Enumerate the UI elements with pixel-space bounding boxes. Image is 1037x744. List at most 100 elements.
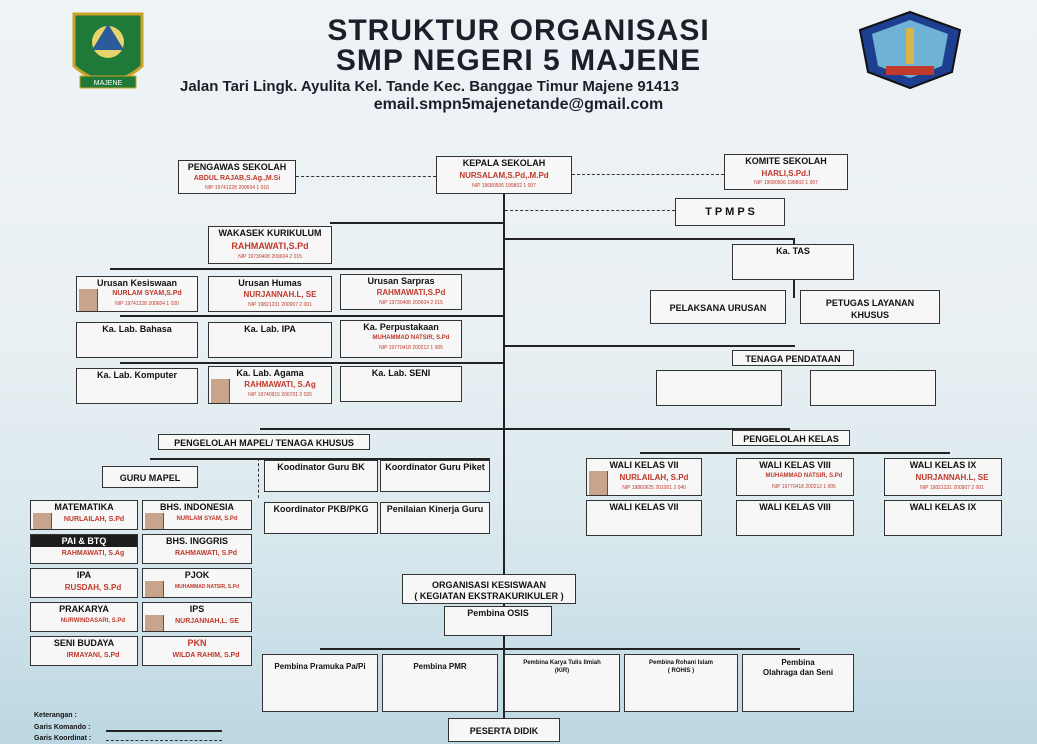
urusan-sarpras-title: Urusan Sarpras [367, 276, 435, 286]
main-trunk-line [503, 172, 505, 582]
legend-komando: Garis Komando : [34, 724, 91, 731]
koord-bk-title: Koodinator Guru BK [277, 462, 365, 472]
pembina-olahraga-box: Pembina Olahraga dan Seni [742, 654, 854, 712]
subject-pai-btq: PAI & BTQ RAHMAWATI, S.Ag [30, 534, 138, 564]
wali-nip: NIP 19860625 201001 2 040 [622, 485, 686, 491]
ka-tas-title: Ka. TAS [776, 246, 810, 256]
urusan-kesiswaan-title: Urusan Kesiswaan [96, 278, 178, 288]
coord-line-koordinator [258, 458, 259, 498]
coord-line-pengawas [296, 176, 436, 177]
urusan-sarpras-nip: NIP 19730408 200604 2 015 [379, 300, 443, 306]
title-line-1: STRUKTUR ORGANISASI [327, 14, 710, 47]
peserta-didik-label: PESERTA DIDIK [469, 726, 539, 736]
wali-title: WALI KELAS VIII [759, 502, 831, 512]
wali-title: WALI KELAS VIII [759, 460, 831, 470]
wali-kelas-ix-box: WALI KELAS IX NURJANNAH.L, SE NIP 198212… [884, 458, 1002, 496]
subject-title: BHS. INDONESIA [159, 502, 234, 512]
subject-teacher: IRMAYANI, S.Pd [66, 652, 120, 659]
organisasi-line-1: ORGANISASI KESISWAAN [431, 580, 546, 590]
lab-ipa-title: Ka. Lab. IPA [244, 324, 296, 334]
subject-prakarya: PRAKARYA NURWINDASARI, S.Pd [30, 602, 138, 632]
lab-komputer-title: Ka. Lab. Komputer [96, 370, 177, 380]
urusan-humas-name: NURJANNAH.L, SE [243, 290, 317, 299]
pembina-title: Pembina PMR [413, 662, 467, 671]
koord-piket-title: Koordinator Guru Piket [385, 462, 485, 472]
tenaga-pendataan-label: TENAGA PENDATAAN [745, 354, 841, 364]
tpmps-box: T P M P S [675, 198, 785, 226]
wakasek-nip: NIP 19730408 200604 2 015 [238, 254, 302, 260]
lab-agama-name: RAHMAWATI, S.Ag [244, 380, 316, 389]
komite-sekolah-box: KOMITE SEKOLAH HARLI,S.Pd.I NIP 19680506… [724, 154, 848, 190]
lab-agama-box: Ka. Lab. Agama RAHMAWATI, S.Ag NIP 19740… [208, 366, 332, 404]
subject-title: MATEMATIKA [54, 502, 114, 512]
subject-title: PAI & BTQ [31, 535, 137, 547]
lab-komputer-box: Ka. Lab. Komputer [76, 368, 198, 404]
wali-title: WALI KELAS VII [609, 502, 679, 512]
wali-name: NURLAILAH, S.Pd [619, 473, 689, 482]
lab-agama-title: Ka. Lab. Agama [236, 368, 304, 378]
subject-teacher: RAHMAWATI, S.Pd [174, 550, 238, 557]
kepala-name: NURSALAM,S.Pd,.M.Pd [459, 171, 549, 180]
urusan-kesiswaan-box: Urusan Kesiswaan NURLAM SYAM,S.Pd NIP 19… [76, 276, 198, 312]
wali-title: WALI KELAS VII [609, 460, 679, 470]
pembina-title: Pembina Pramuka Pa/Pi [274, 662, 366, 671]
petugas-layanan-box: PETUGAS LAYANAN KHUSUS [800, 290, 940, 324]
pembina-rohis-box: Pembina Rohani Islam ( ROHIS ) [624, 654, 738, 712]
subject-teacher: RUSDAH, S.Pd [64, 583, 122, 592]
address: Jalan Tari Lingk. Ayulita Kel. Tande Kec… [180, 78, 680, 95]
subject-teacher: NURLAM SYAM, S.Pd [176, 516, 238, 522]
subject-title: SENI BUDAYA [53, 638, 115, 648]
subject-title: IPA [76, 570, 92, 580]
urusan-kesiswaan-name: NURLAM SYAM,S.Pd [112, 290, 182, 297]
guru-mapel-title: GURU MAPEL [119, 473, 181, 483]
pengelolah-kelas-title: PENGELOLAH KELAS [743, 434, 839, 444]
urusan-humas-nip: NIP 19821231 200907 2 001 [248, 302, 312, 308]
subject-title: PKN [187, 638, 207, 648]
urusan-branch-line [110, 268, 505, 270]
koord-pkb-title: Koordinator PKB/PKG [273, 504, 369, 514]
komite-title: KOMITE SEKOLAH [745, 156, 827, 166]
komite-nip: NIP 19680506 199802 1 007 [754, 180, 818, 186]
wali-kelas-viii-slot: WALI KELAS VIII [736, 500, 854, 536]
petugas-layanan-label: PETUGAS LAYANAN KHUSUS [825, 298, 915, 320]
perpustakaan-name: MUHAMMAD NATSIR, S.Pd [372, 335, 450, 341]
pembina-pmr-box: Pembina PMR [382, 654, 498, 712]
school-logo-right [858, 10, 962, 90]
pembina-title: Pembina [781, 658, 815, 667]
subject-teacher: RAHMAWATI, S.Ag [61, 550, 125, 557]
urusan-humas-box: Urusan Humas NURJANNAH.L, SE NIP 1982123… [208, 276, 332, 312]
photo-icon [145, 615, 164, 631]
urusan-kesiswaan-nip: NIP 19741228 200604 1 020 [115, 301, 179, 307]
penilaian-kinerja-box: Penilaian Kinerja Guru [380, 502, 490, 534]
email: email.smpn5majenetande@gmail.com [373, 96, 664, 113]
pembina-title: Pembina Rohani Islam [648, 660, 714, 666]
logo-left-text: MAJENE [94, 80, 123, 87]
wali-name: MUHAMMAD NATSIR, S.Pd [765, 473, 843, 479]
pembina-branch-line [320, 648, 800, 650]
pengelolah-mapel-box: PENGELOLAH MAPEL/ TENAGA KHUSUS [158, 434, 370, 450]
komite-name: HARLI,S.Pd.I [761, 169, 811, 178]
koord-piket-box: Koordinator Guru Piket [380, 460, 490, 492]
urusan-humas-title: Urusan Humas [238, 278, 302, 288]
pengelolah-mapel-title: PENGELOLAH MAPEL/ TENAGA KHUSUS [174, 438, 354, 448]
photo-icon [211, 379, 230, 403]
photo-icon [145, 581, 164, 597]
subject-teacher: NURJANNAH,L. SE [175, 618, 239, 625]
wali-nip: NIP 19770418 200212 1 005 [772, 484, 836, 490]
lab-bahasa-box: Ka. Lab. Bahasa [76, 322, 198, 358]
photo-icon [79, 289, 98, 311]
pembina-kir-box: Pembina Karya Tulis Ilmiah (KIR) [504, 654, 620, 712]
coord-line-tpmps [505, 210, 675, 211]
lab-ipa-box: Ka. Lab. IPA [208, 322, 332, 358]
lab-seni-box: Ka. Lab. SENI [340, 366, 462, 402]
tenaga-pendataan-box: TENAGA PENDATAAN [732, 350, 854, 366]
wakasek-branch-line [330, 222, 505, 224]
subject-ipa: IPA RUSDAH, S.Pd [30, 568, 138, 598]
pendataan-slot-2 [810, 370, 936, 406]
kepala-nip: NIP 19680506 199802 1 007 [472, 183, 536, 189]
organisasi-kesiswaan-box: ORGANISASI KESISWAAN ( KEGIATAN EKSTRAKU… [402, 574, 576, 604]
subject-title: PJOK [184, 570, 210, 580]
pembina-pramuka-box: Pembina Pramuka Pa/Pi [262, 654, 378, 712]
pendataan-slot-1 [656, 370, 782, 406]
mapel-branch-line [150, 458, 490, 460]
